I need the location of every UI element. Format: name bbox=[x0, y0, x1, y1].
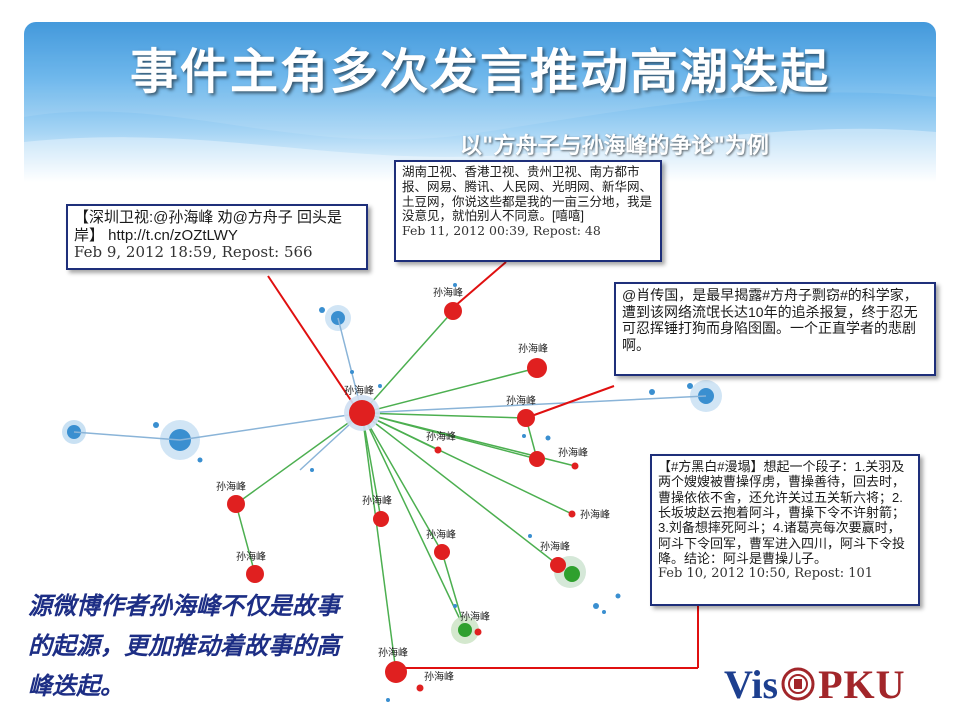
green-edges bbox=[235, 310, 576, 673]
logo-vis-text: Vis bbox=[724, 661, 779, 707]
callout-leader-lines bbox=[267, 261, 699, 669]
node-label: 孙海峰 bbox=[424, 670, 454, 683]
callout-shenzhen-tv: 【深圳卫视:@孙海峰 劝@方舟子 回头是岸】 http://t.cn/zOZtL… bbox=[66, 204, 368, 270]
callout-meta: Feb 9, 2012 18:59, Repost: 566 bbox=[74, 243, 313, 262]
callout-meta: Feb 11, 2012 00:39, Repost: 48 bbox=[402, 223, 601, 238]
callout-text: @肖传国，是最早揭露#方舟子剽窃#的科学家，遭到该网络流氓长达10年的追杀报复，… bbox=[622, 287, 918, 353]
hub-node bbox=[349, 400, 375, 426]
slide-subtitle: 以"方舟子与孙海峰的争论"为例 bbox=[460, 133, 769, 159]
node-label: 孙海峰 bbox=[362, 494, 392, 507]
summary-text: 源微博作者孙海峰不仅是故事的起源，更加推动着故事的高峰迭起。 bbox=[28, 591, 340, 700]
title-banner bbox=[24, 22, 936, 182]
red-nodes bbox=[227, 302, 579, 692]
scatter-dots bbox=[310, 283, 621, 702]
node-label: 孙海峰 bbox=[433, 286, 463, 299]
node-label: 孙海峰 bbox=[558, 446, 588, 459]
green-cluster bbox=[451, 556, 586, 644]
logo-pku-text: PKU bbox=[818, 661, 906, 707]
node-label: 孙海峰 bbox=[236, 550, 266, 563]
callout-text: 湖南卫视、香港卫视、贵州卫视、南方都市报、网易、腾讯、人民网、光明网、新华网、土… bbox=[402, 165, 653, 224]
blue-cluster-top bbox=[319, 305, 351, 331]
pku-seal-icon bbox=[781, 667, 815, 701]
node-label: 孙海峰 bbox=[580, 508, 610, 521]
banner-wave-decoration bbox=[24, 22, 936, 182]
node-label: 孙海峰 bbox=[460, 610, 490, 623]
node-label: 孙海峰 bbox=[506, 394, 536, 407]
callout-text: 【深圳卫视:@孙海峰 劝@方舟子 回头是岸】 http://t.cn/zOZtL… bbox=[74, 209, 342, 244]
callout-xiao-chuanguo: @肖传国，是最早揭露#方舟子剽窃#的科学家，遭到该网络流氓长达10年的追杀报复，… bbox=[614, 282, 936, 376]
blue-cluster-left bbox=[62, 420, 203, 463]
node-label: 孙海峰 bbox=[518, 342, 548, 355]
node-label: 孙海峰 bbox=[426, 430, 456, 443]
node-label: 孙海峰 bbox=[344, 384, 374, 397]
callout-meta: Feb 10, 2012 10:50, Repost: 101 bbox=[658, 566, 874, 582]
callout-text: 【#方黑白#漫塌】想起一个段子：1.关羽及两个嫂嫂被曹操俘虏，曹操善待，回去时，… bbox=[658, 459, 906, 566]
callout-fang-heibai: 【#方黑白#漫塌】想起一个段子：1.关羽及两个嫂嫂被曹操俘虏，曹操善待，回去时，… bbox=[650, 454, 920, 606]
node-label: 孙海峰 bbox=[216, 480, 246, 493]
vispku-logo: Vis PKU bbox=[724, 660, 934, 708]
callout-hunan-tv: 湖南卫视、香港卫视、贵州卫视、南方都市报、网易、腾讯、人民网、光明网、新华网、土… bbox=[394, 160, 662, 262]
node-label: 孙海峰 bbox=[540, 540, 570, 553]
node-labels: 孙海峰 孙海峰 孙海峰 孙海峰 孙海峰 孙海峰 孙海峰 孙海峰 孙海峰 孙海峰 … bbox=[216, 286, 610, 683]
node-label: 孙海峰 bbox=[378, 646, 408, 659]
node-label: 孙海峰 bbox=[426, 528, 456, 541]
slide-title: 事件主角多次发言推动高潮迭起 bbox=[129, 44, 830, 100]
blue-cluster-right bbox=[649, 380, 722, 412]
